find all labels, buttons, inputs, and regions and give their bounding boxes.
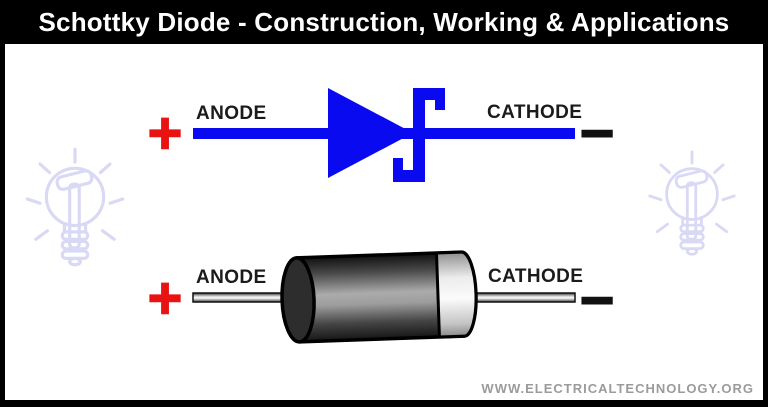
hammer-head	[55, 169, 94, 191]
axial-diode-package	[192, 250, 576, 344]
anode-plus-sign: +	[144, 270, 185, 324]
diode-triangle	[328, 88, 413, 178]
cathode-label: CATHODE	[487, 102, 583, 123]
schottky-diode-symbol	[193, 88, 575, 182]
hammer-head	[674, 169, 709, 189]
cathode-lead	[469, 292, 576, 303]
anode-label: ANODE	[196, 103, 267, 124]
cathode-minus-sign: −	[576, 272, 617, 326]
content-canvas	[5, 44, 763, 400]
cathode-minus-sign: −	[576, 105, 617, 159]
website-url: WWW.ELECTRICALTECHNOLOGY.ORG	[481, 381, 754, 396]
anode-end-cap	[280, 256, 316, 344]
schottky-s-bar	[393, 88, 445, 182]
anode-label: ANODE	[196, 267, 267, 288]
anode-plus-sign: +	[144, 105, 185, 159]
lightbulb-watermark-icon	[648, 150, 736, 256]
title-bar: Schottky Diode - Construction, Working &…	[0, 0, 768, 44]
cathode-label: CATHODE	[488, 266, 584, 287]
lightbulb-watermark-icon	[25, 147, 125, 267]
cathode-band	[434, 250, 478, 339]
page-title: Schottky Diode - Construction, Working &…	[38, 6, 730, 37]
diode-body	[280, 250, 478, 344]
